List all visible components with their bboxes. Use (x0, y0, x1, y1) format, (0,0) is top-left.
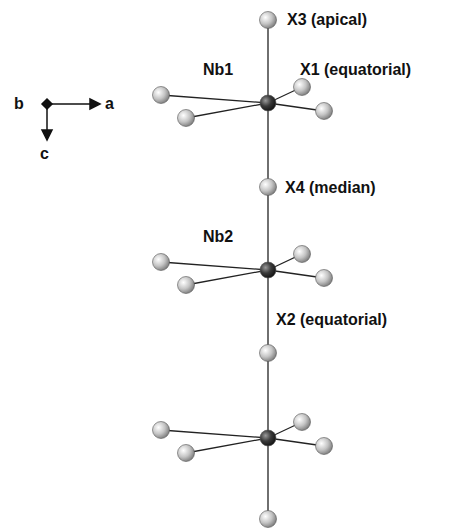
atom-label: X3 (apical) (287, 12, 367, 28)
bond-lines (161, 18, 324, 520)
bond-line (186, 270, 268, 285)
x-atom-sphere (178, 445, 195, 462)
bond-line (161, 430, 268, 438)
bond-line (186, 438, 268, 453)
axis-label: a (105, 96, 114, 112)
x-atom-sphere (294, 79, 311, 96)
nb-atom-sphere (260, 95, 276, 111)
axis-label: b (14, 96, 24, 112)
nb-atom-sphere (260, 262, 276, 278)
x-atom-sphere (153, 422, 170, 439)
atom-label: X1 (equatorial) (300, 62, 411, 78)
x-atom-sphere (316, 438, 333, 455)
x-atom-sphere (294, 246, 311, 263)
x-atom-sphere (260, 179, 277, 196)
x-atom-sphere (260, 12, 277, 29)
nb-atom-sphere (260, 430, 276, 446)
atom-label: X4 (median) (285, 180, 376, 196)
x-atom-sphere (260, 345, 277, 362)
x-atom-sphere (260, 511, 277, 528)
x-atom-sphere (153, 254, 170, 271)
axis-label: c (40, 146, 49, 162)
atoms (153, 12, 333, 528)
x-atom-sphere (316, 270, 333, 287)
x-atom-sphere (316, 103, 333, 120)
bond-line (161, 95, 268, 103)
bond-line (161, 262, 268, 270)
atom-label: X2 (equatorial) (276, 312, 387, 328)
x-atom-sphere (153, 87, 170, 104)
atom-label: Nb1 (203, 62, 233, 78)
atom-label: Nb2 (203, 229, 233, 245)
axis-arrows (42, 99, 100, 140)
x-atom-sphere (178, 277, 195, 294)
bond-line (186, 103, 268, 118)
x-atom-sphere (178, 110, 195, 127)
x-atom-sphere (294, 414, 311, 431)
